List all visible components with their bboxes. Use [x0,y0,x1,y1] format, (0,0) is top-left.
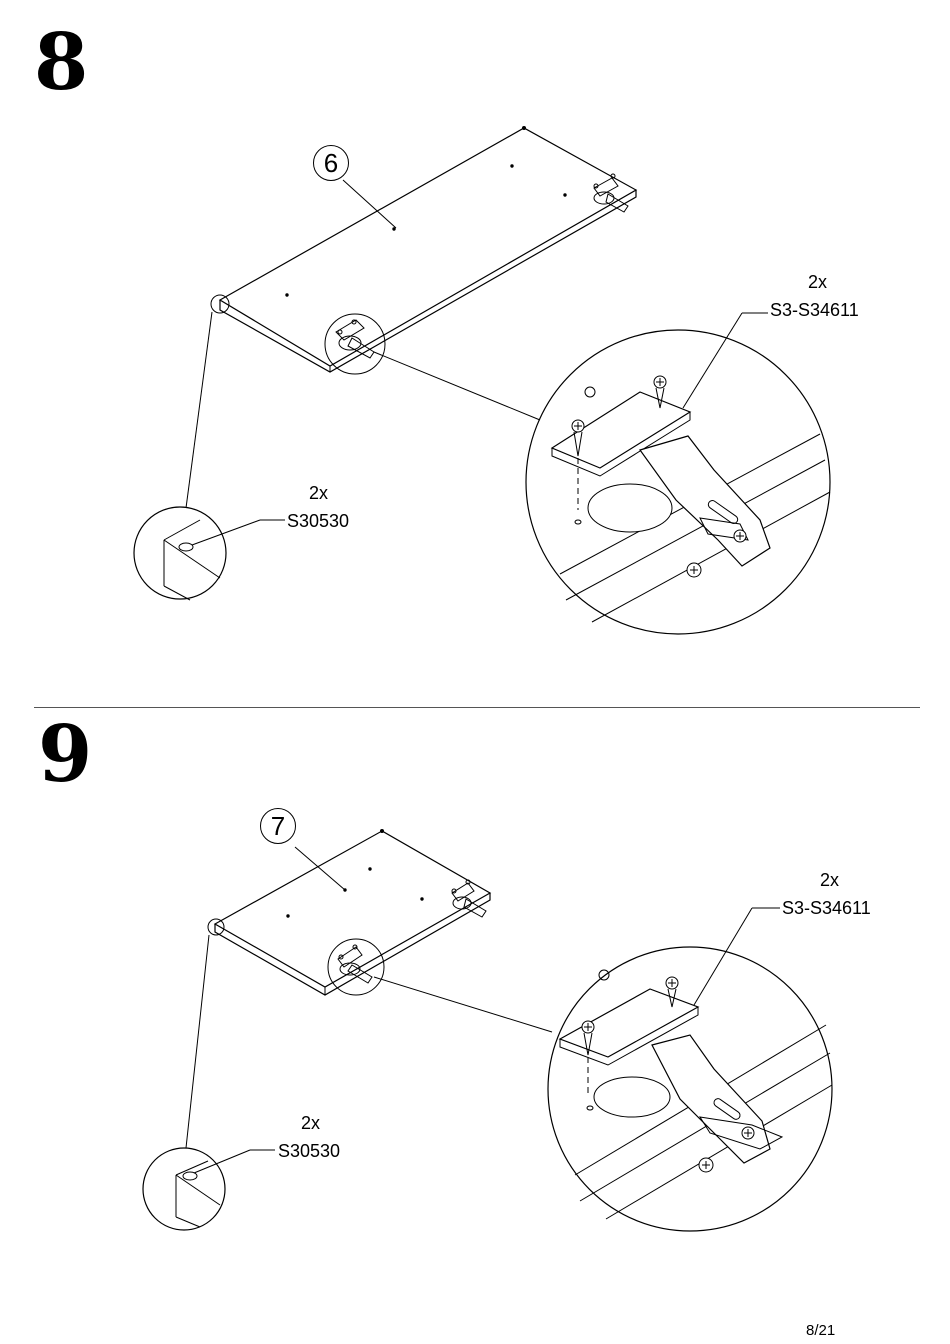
hinge-part-code: S3-S34611 [770,300,859,321]
part-number-balloon: 7 [260,808,296,844]
step8-assembly-drawing [0,0,950,705]
hinge-detail-view [526,313,830,634]
hinge-quantity: 2x [808,272,827,293]
hinge-quantity: 2x [820,870,839,891]
hinge-part-code: S3-S34611 [782,898,871,919]
bumper-quantity: 2x [301,1113,320,1134]
bumper-detail-view [134,507,285,600]
page-number: 8/21 [806,1322,835,1339]
bumper-part-code: S30530 [278,1141,340,1162]
door-panel-7 [215,830,490,996]
screw-icon [687,563,701,577]
screw-icon [699,1158,713,1172]
screw-icon [734,530,746,542]
door-panel-6 [220,127,636,373]
bumper-part-code: S30530 [287,511,349,532]
screw-icon [742,1127,754,1139]
hinge-detail-view [548,908,832,1231]
bumper-detail-view [143,1148,275,1230]
bumper-quantity: 2x [309,483,328,504]
part-number-balloon: 6 [313,145,349,181]
step9-assembly-drawing [0,705,950,1325]
